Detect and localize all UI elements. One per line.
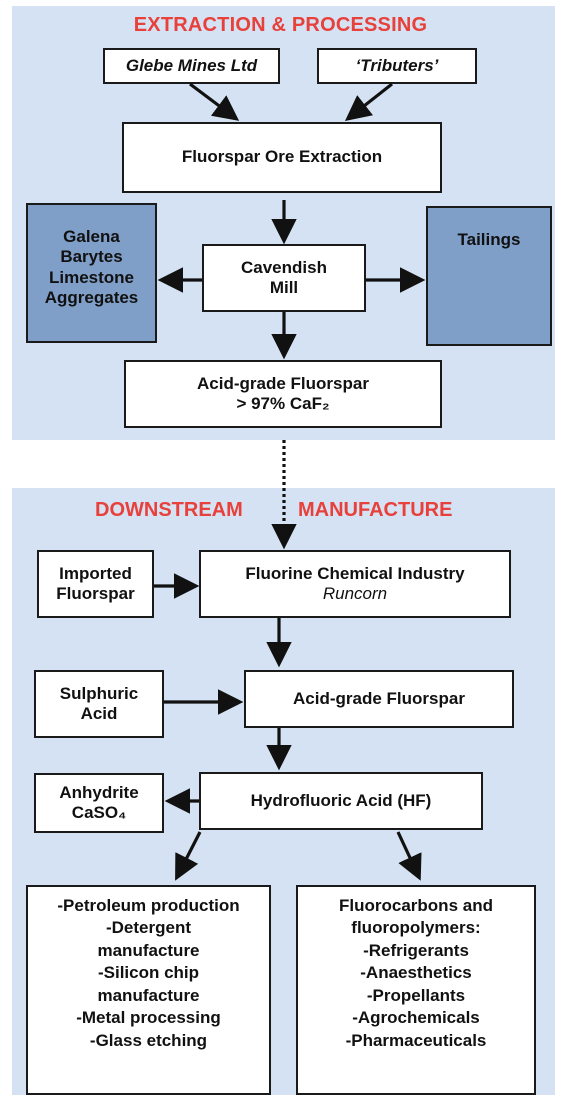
imported-line1: Imported: [59, 563, 132, 583]
use-right-5: -Propellants: [366, 985, 466, 1005]
byproducts-box: Galena Barytes Limestone Aggregates: [26, 203, 157, 343]
tailings-box: Tailings: [426, 206, 552, 346]
use-right-3: -Refrigerants: [363, 940, 469, 960]
acid-grade-input-box: Acid-grade Fluorspar: [244, 670, 514, 728]
imported-fluorspar-box: Imported Fluorspar: [37, 550, 154, 618]
glebe-mines-label: Glebe Mines Ltd: [125, 55, 258, 75]
anhydrite-line2: CaSO₄: [71, 803, 127, 822]
use-left-4: -Silicon chip: [97, 963, 200, 983]
use-left-2: -Detergent: [105, 918, 191, 938]
extraction-heading: EXTRACTION & PROCESSING: [133, 14, 428, 36]
downstream-heading-right: MANUFACTURE: [298, 499, 453, 521]
hydrofluoric-acid-box: Hydrofluoric Acid (HF): [199, 772, 483, 830]
acid-grade-output-line2: > 97% CaF₂: [236, 394, 330, 413]
use-right-7: -Pharmaceuticals: [345, 1030, 487, 1050]
downstream-heading-left: DOWNSTREAM: [95, 499, 243, 521]
hf-label: Hydrofluoric Acid (HF): [250, 790, 432, 810]
uses-right-box: Fluorocarbons and fluoropolymers: -Refri…: [296, 885, 536, 1095]
acid-grade-output-line1: Acid-grade Fluorspar: [197, 373, 369, 393]
byproduct-limestone: Limestone: [48, 267, 135, 287]
cavendish-mill-box: Cavendish Mill: [202, 244, 366, 312]
acid-grade-output-box: Acid-grade Fluorspar > 97% CaF₂: [124, 360, 442, 428]
sulphuric-line1: Sulphuric: [59, 683, 139, 703]
sulphuric-line2: Acid: [80, 704, 118, 723]
mill-label-line1: Cavendish: [241, 257, 327, 277]
arrow-hf-to-uses-left: [175, 831, 202, 881]
use-left-7: -Glass etching: [89, 1030, 208, 1050]
mill-label-line2: Mill: [269, 278, 299, 297]
use-left-6: -Metal processing: [76, 1008, 221, 1028]
tributers-box: ‘Tributers’: [317, 48, 477, 84]
anhydrite-line1: Anhydrite: [59, 782, 139, 802]
use-left-3: manufacture: [97, 940, 200, 960]
sulphuric-acid-box: Sulphuric Acid: [34, 670, 164, 738]
industry-place: Runcorn: [322, 584, 388, 603]
industry-title: Fluorine Chemical Industry: [245, 563, 465, 583]
fluorine-industry-box: Fluorine Chemical Industry Runcorn: [199, 550, 511, 618]
ore-extraction-box: Fluorspar Ore Extraction: [122, 122, 442, 193]
use-right-1: Fluorocarbons and: [339, 896, 493, 915]
byproduct-aggregates: Aggregates: [44, 288, 139, 308]
byproduct-barytes: Barytes: [60, 247, 123, 267]
arrow-glebe-to-ore: [189, 82, 240, 121]
uses-left-box: -Petroleum production -Detergent manufac…: [26, 885, 271, 1095]
arrow-tributers-to-ore: [344, 82, 393, 121]
imported-line2: Fluorspar: [56, 584, 135, 603]
acid-grade-input-label: Acid-grade Fluorspar: [293, 688, 465, 708]
byproduct-galena: Galena: [63, 227, 120, 246]
use-left-5: manufacture: [97, 985, 200, 1005]
anhydrite-box: Anhydrite CaSO₄: [34, 773, 164, 833]
glebe-mines-box: Glebe Mines Ltd: [103, 48, 280, 84]
use-right-6: -Agrochemicals: [352, 1008, 480, 1028]
use-right-2: fluoropolymers:: [351, 918, 481, 938]
use-right-4: -Anaesthetics: [360, 963, 472, 983]
tailings-label: Tailings: [457, 230, 521, 249]
ore-extraction-label: Fluorspar Ore Extraction: [181, 147, 383, 167]
tributers-label: ‘Tributers’: [355, 55, 439, 75]
use-left-1: -Petroleum production: [57, 896, 240, 915]
arrow-hf-to-uses-right: [396, 831, 422, 881]
